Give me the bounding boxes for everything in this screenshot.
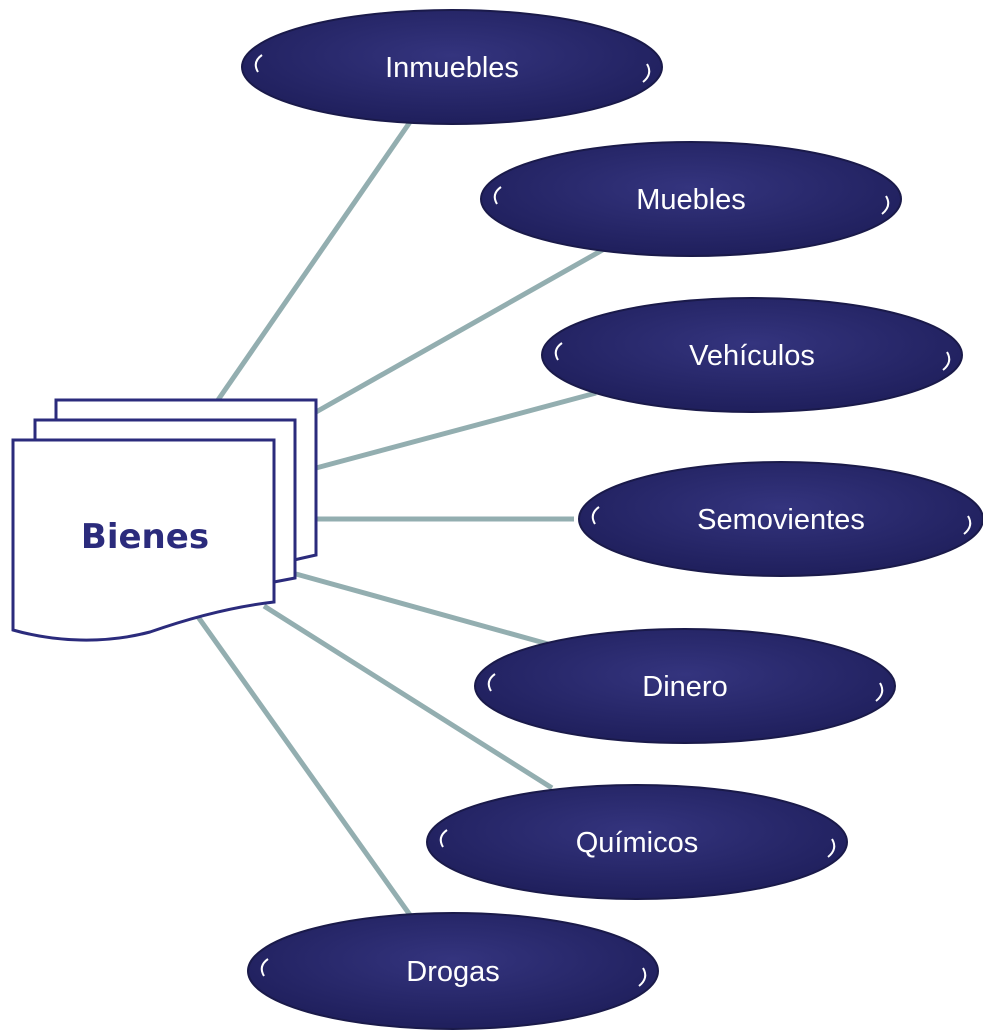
- connector-vehiculos: [315, 390, 597, 471]
- node-highlight: [439, 829, 448, 848]
- connector-inmuebles: [215, 120, 413, 402]
- node-ellipse: [247, 912, 659, 1030]
- node-label: Dinero: [642, 671, 727, 703]
- connector-muebles: [314, 245, 608, 415]
- bienes-document-stack: Bienes: [11, 398, 318, 642]
- node-inmuebles: Inmuebles: [241, 9, 663, 125]
- node-highlight: [487, 673, 496, 692]
- node-ellipse: [541, 297, 963, 413]
- node-label: Semovientes: [697, 504, 865, 536]
- node-semovientes: Semovientes: [578, 461, 983, 577]
- node-highlight: [963, 515, 972, 535]
- connectors: [193, 120, 608, 917]
- node-highlight: [493, 186, 502, 205]
- node-label: Químicos: [576, 827, 698, 859]
- node-label: Drogas: [406, 956, 500, 988]
- node-ellipse: [426, 784, 848, 900]
- node-ellipse: [241, 9, 663, 125]
- node-dinero: Dinero: [474, 628, 896, 744]
- node-highlight: [254, 54, 263, 73]
- node-drogas: Drogas: [247, 912, 659, 1030]
- node-label: Vehículos: [689, 340, 815, 372]
- connector-drogas: [193, 612, 413, 917]
- node-highlight: [875, 682, 884, 702]
- connector-dinero: [295, 571, 549, 647]
- node-highlight: [638, 967, 647, 987]
- node-ellipse: [578, 461, 983, 577]
- node-highlight: [554, 342, 563, 361]
- node-label: Inmuebles: [385, 52, 519, 84]
- node-vehiculos: Vehículos: [541, 297, 963, 413]
- node-muebles: Muebles: [480, 141, 902, 257]
- node-highlight: [642, 63, 651, 83]
- node-ellipse: [474, 628, 896, 744]
- node-highlight: [881, 195, 890, 215]
- node-ellipse: [480, 141, 902, 257]
- node-quimicos: Químicos: [426, 784, 848, 900]
- node-highlight: [942, 351, 951, 371]
- node-label: Muebles: [636, 184, 746, 216]
- node-highlight: [260, 958, 269, 977]
- node-highlight: [591, 506, 600, 525]
- center-label: Bienes: [81, 517, 209, 557]
- document-front: [11, 438, 276, 642]
- connector-quimicos: [262, 603, 554, 791]
- node-highlight: [827, 838, 836, 858]
